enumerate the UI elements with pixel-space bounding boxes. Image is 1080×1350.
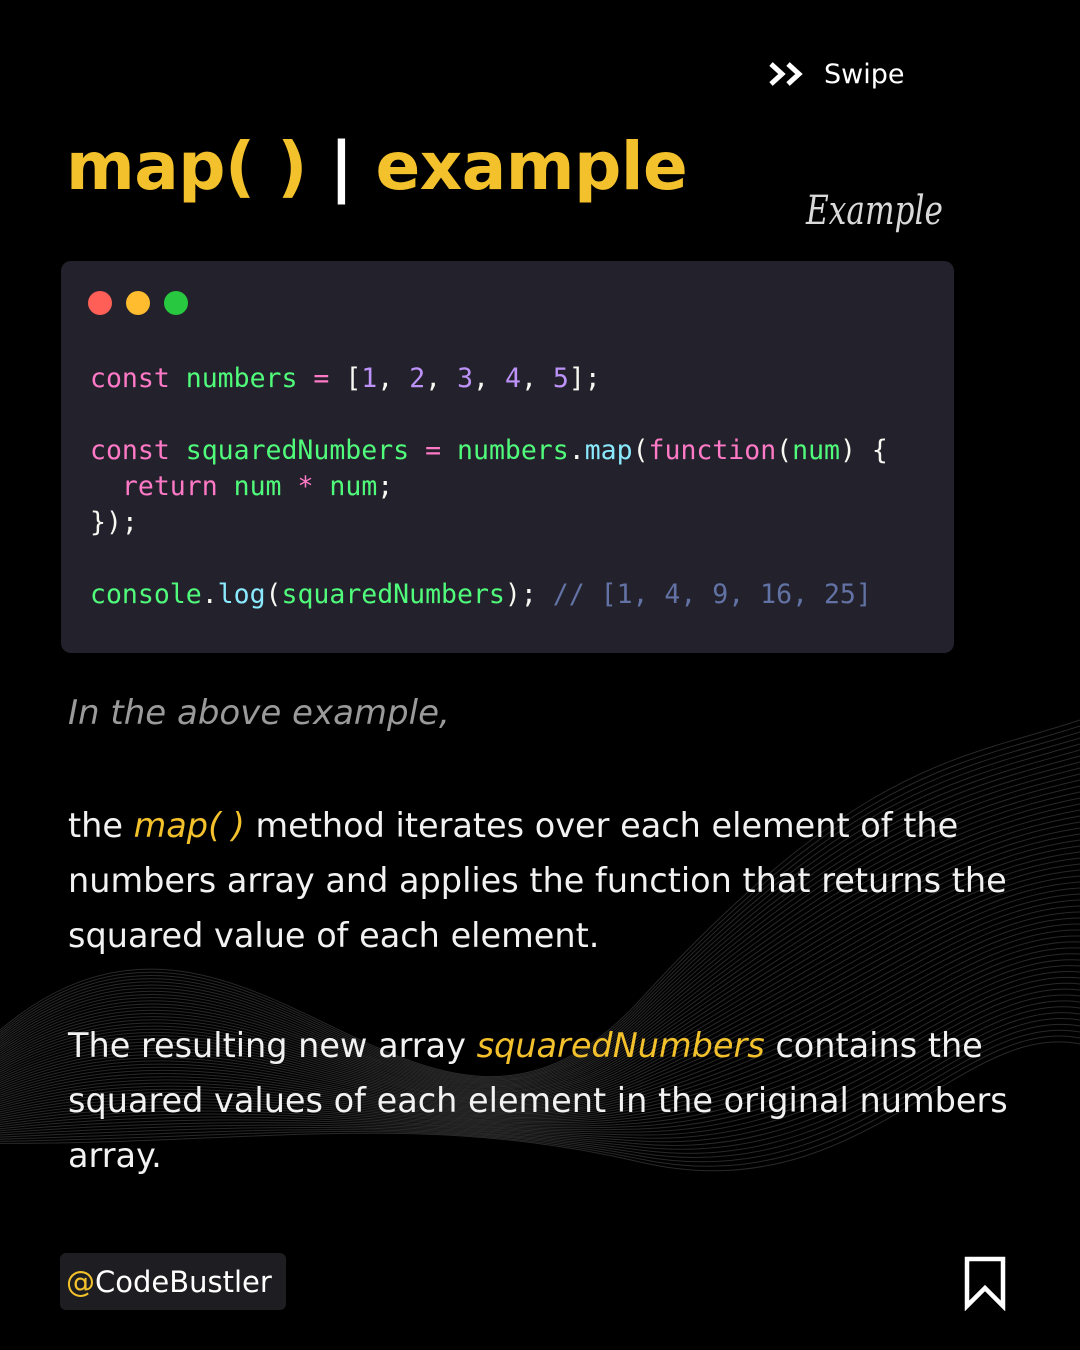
maximize-dot — [164, 291, 188, 315]
highlight-map: map( ) — [133, 806, 245, 845]
bookmark-icon[interactable] — [962, 1255, 1008, 1311]
explanation-paragraph-1: the map( ) method iterates over each ele… — [68, 798, 1028, 963]
title-sub: example — [375, 128, 688, 205]
title-main: map( ) — [66, 128, 307, 205]
page-title: map( ) | example — [66, 128, 688, 205]
code-block: const numbers = [1, 2, 3, 4, 5]; const s… — [90, 361, 888, 613]
close-dot — [88, 291, 112, 315]
double-chevron-right-icon — [769, 62, 803, 86]
code-line: console.log(squaredNumbers); // [1, 4, 9… — [90, 579, 872, 610]
handwritten-example-label: Example — [806, 188, 943, 234]
decorative-wave-lines — [0, 719, 1080, 1172]
code-line: }); — [90, 507, 138, 538]
explanation-paragraph-2: The resulting new array squaredNumbers c… — [68, 1018, 1028, 1183]
title-separator: | — [329, 128, 353, 205]
paragraph-text: contains the squared values of each elem… — [68, 1026, 1008, 1175]
code-line: const numbers = [1, 2, 3, 4, 5]; — [90, 363, 601, 394]
paragraph-text: method iterates over each element of the… — [68, 806, 1007, 955]
swipe-label: Swipe — [824, 58, 905, 90]
paragraph-text: the — [68, 806, 134, 845]
swipe-hint[interactable]: Swipe — [768, 54, 904, 94]
window-controls — [88, 291, 188, 315]
highlight-squared-numbers: squaredNumbers — [476, 1026, 765, 1065]
paragraph-text: The resulting new array — [68, 1026, 477, 1065]
code-line: const squaredNumbers = numbers.map(funct… — [90, 435, 888, 466]
minimize-dot — [126, 291, 150, 315]
handle-name: CodeBustler — [95, 1264, 272, 1299]
code-window: const numbers = [1, 2, 3, 4, 5]; const s… — [61, 261, 954, 653]
intro-text: In the above example, — [68, 693, 450, 733]
at-symbol: @ — [66, 1264, 95, 1299]
code-line: return num * num; — [121, 471, 394, 502]
author-handle[interactable]: @CodeBustler — [60, 1253, 286, 1310]
